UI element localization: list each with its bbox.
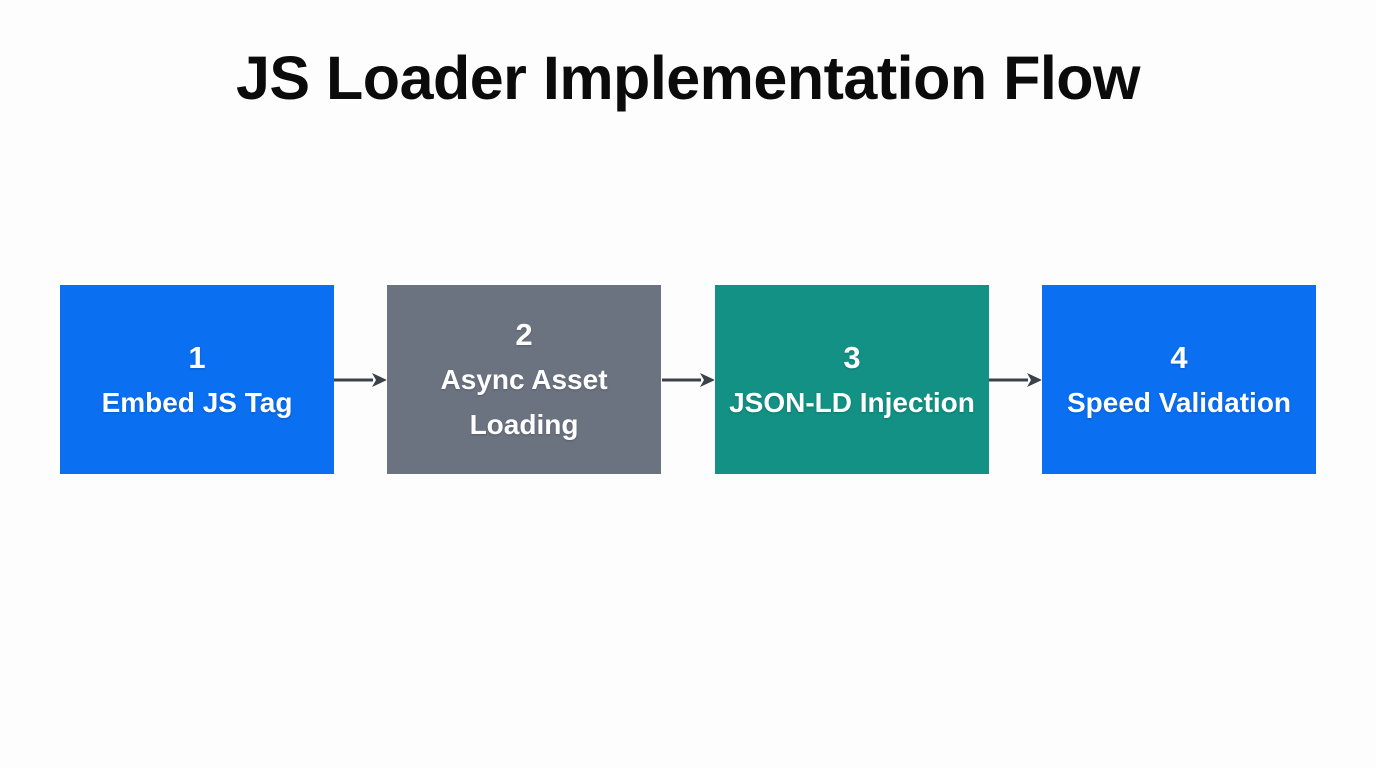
flow-node-number: 2 [515,317,533,352]
flow-arrow-3-to-4 [989,369,1042,391]
flow-node-number: 1 [188,339,206,375]
flow-node-async-asset-loading[interactable]: 2 Async Asset Loading [387,285,661,474]
flow-node-speed-validation[interactable]: 4 Speed Validation [1042,285,1316,474]
flow-sequence: 1 Embed JS Tag 2 Async Asset Loading 3 J… [0,285,1376,475]
flow-node-label: Embed JS Tag [101,386,293,418]
flow-node-embed-js-tag[interactable]: 1 Embed JS Tag [60,285,334,474]
flow-arrow-1-to-2 [334,369,387,391]
flow-arrow-2-to-3 [662,369,715,391]
flow-node-number: 3 [843,339,861,375]
flow-node-number: 4 [1170,339,1188,375]
flow-node-label: JSON-LD Injection [729,386,975,418]
flow-node-label: Async Asset Loading [440,364,608,440]
flow-node-label: Speed Validation [1066,386,1292,418]
page-title: JS Loader Implementation Flow [235,44,1141,112]
flow-node-json-ld-injection[interactable]: 3 JSON-LD Injection [715,285,989,474]
